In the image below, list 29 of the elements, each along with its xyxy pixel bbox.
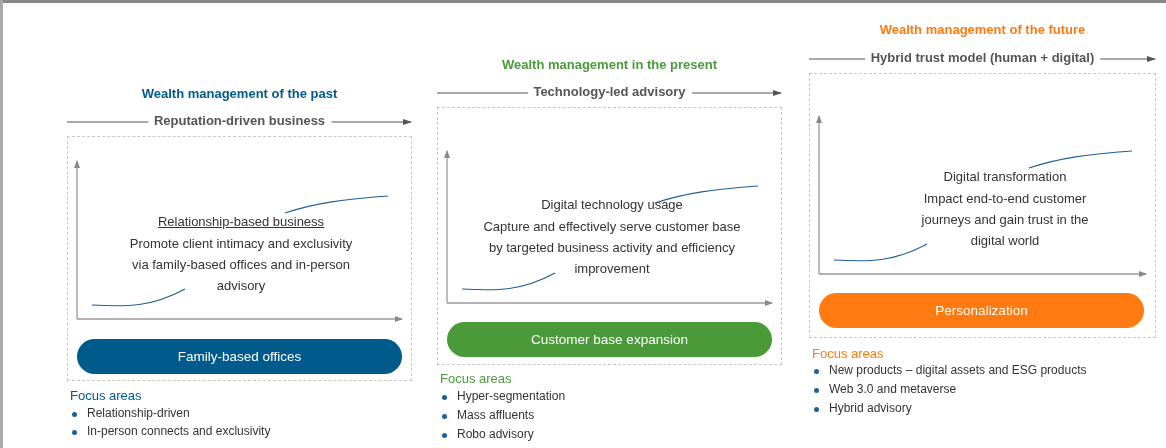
- panel-heading: Digital technology usage: [540, 196, 684, 214]
- focus-item: New products – digital assets and ESG products: [829, 363, 1087, 377]
- section-subtitle: Technology-led advisory: [527, 84, 692, 99]
- focus-item: Hybrid advisory: [829, 401, 912, 415]
- focus-heading: Focus areas: [440, 371, 512, 386]
- focus-item: Web 3.0 and metaverse: [829, 382, 957, 396]
- focus-item: Hyper-segmentation: [457, 389, 566, 403]
- focus-item: Robo advisory: [457, 427, 534, 441]
- panel-description: Impact end-to-end customer journeys and gain trust in the digital world: [920, 190, 1090, 250]
- dashed-panel: [437, 107, 782, 365]
- dashed-panel: [67, 136, 412, 381]
- panel-description: Capture and effectively serve customer base by targeted business activity and efficiency improvement: [483, 218, 741, 278]
- panel-heading: Relationship-based business: [156, 213, 326, 231]
- pill-label: Family-based offices: [77, 339, 402, 374]
- pill-label: Personalization: [819, 293, 1144, 328]
- focus-item: In-person connects and exclusivity: [87, 424, 271, 438]
- dashed-panel: [809, 73, 1156, 338]
- section-title: Wealth management of the future: [878, 22, 1087, 37]
- panel-heading: Digital transformation: [942, 168, 1068, 186]
- focus-heading: Focus areas: [812, 346, 884, 361]
- section-title: Wealth management in the present: [501, 57, 718, 72]
- section-subtitle: Hybrid trust model (human + digital): [864, 50, 1101, 65]
- section-subtitle: Reputation-driven business: [147, 113, 332, 128]
- focus-item: Mass affluents: [457, 408, 535, 422]
- panel-description: Promote client intimacy and exclusivity via family-based offices and in-person advisory: [128, 235, 354, 295]
- pill-label: Customer base expansion: [447, 322, 772, 357]
- focus-heading: Focus areas: [70, 388, 142, 403]
- section-title: Wealth management of the past: [140, 86, 339, 101]
- focus-item: Relationship-driven: [87, 406, 190, 420]
